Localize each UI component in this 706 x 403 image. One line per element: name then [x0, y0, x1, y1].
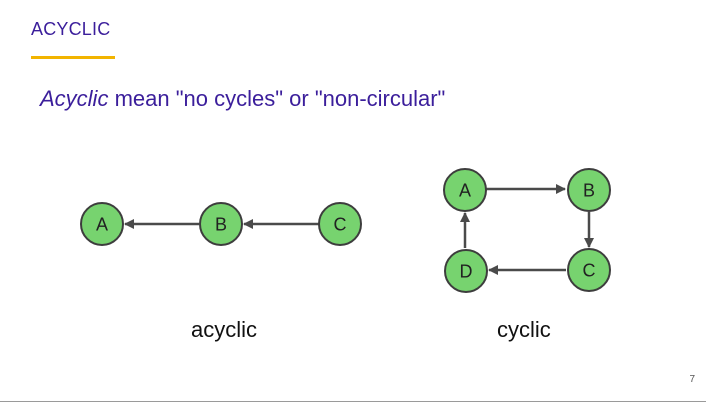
node-d: D [444, 249, 488, 293]
node-a: A [80, 202, 124, 246]
node-b-label: B [215, 215, 227, 235]
node-b: B [567, 168, 611, 212]
acyclic-graph: A B C [80, 202, 362, 246]
node-c: C [318, 202, 362, 246]
cyclic-graph: A B C D [443, 168, 611, 293]
node-b: B [199, 202, 243, 246]
node-c-label: C [334, 215, 347, 235]
node-c-label: C [583, 261, 596, 281]
node-b-label: B [583, 181, 595, 201]
node-a-label: A [459, 181, 471, 201]
headline-emphasis: Acyclic [40, 86, 109, 111]
cyclic-caption: cyclic [497, 317, 551, 342]
headline-rest: mean "no cycles" or "non-circular" [108, 86, 446, 111]
acyclic-caption: acyclic [191, 317, 258, 342]
section-title: ACYCLIC [31, 19, 111, 39]
node-a: A [443, 168, 487, 212]
node-a-label: A [96, 215, 108, 235]
headline: Acyclic mean "no cycles" or "non-circula… [40, 86, 445, 112]
node-c: C [567, 248, 611, 292]
footer-divider [0, 401, 706, 402]
page-number: 7 [689, 374, 695, 385]
node-d-label: D [460, 262, 473, 282]
title-underline [31, 56, 115, 59]
